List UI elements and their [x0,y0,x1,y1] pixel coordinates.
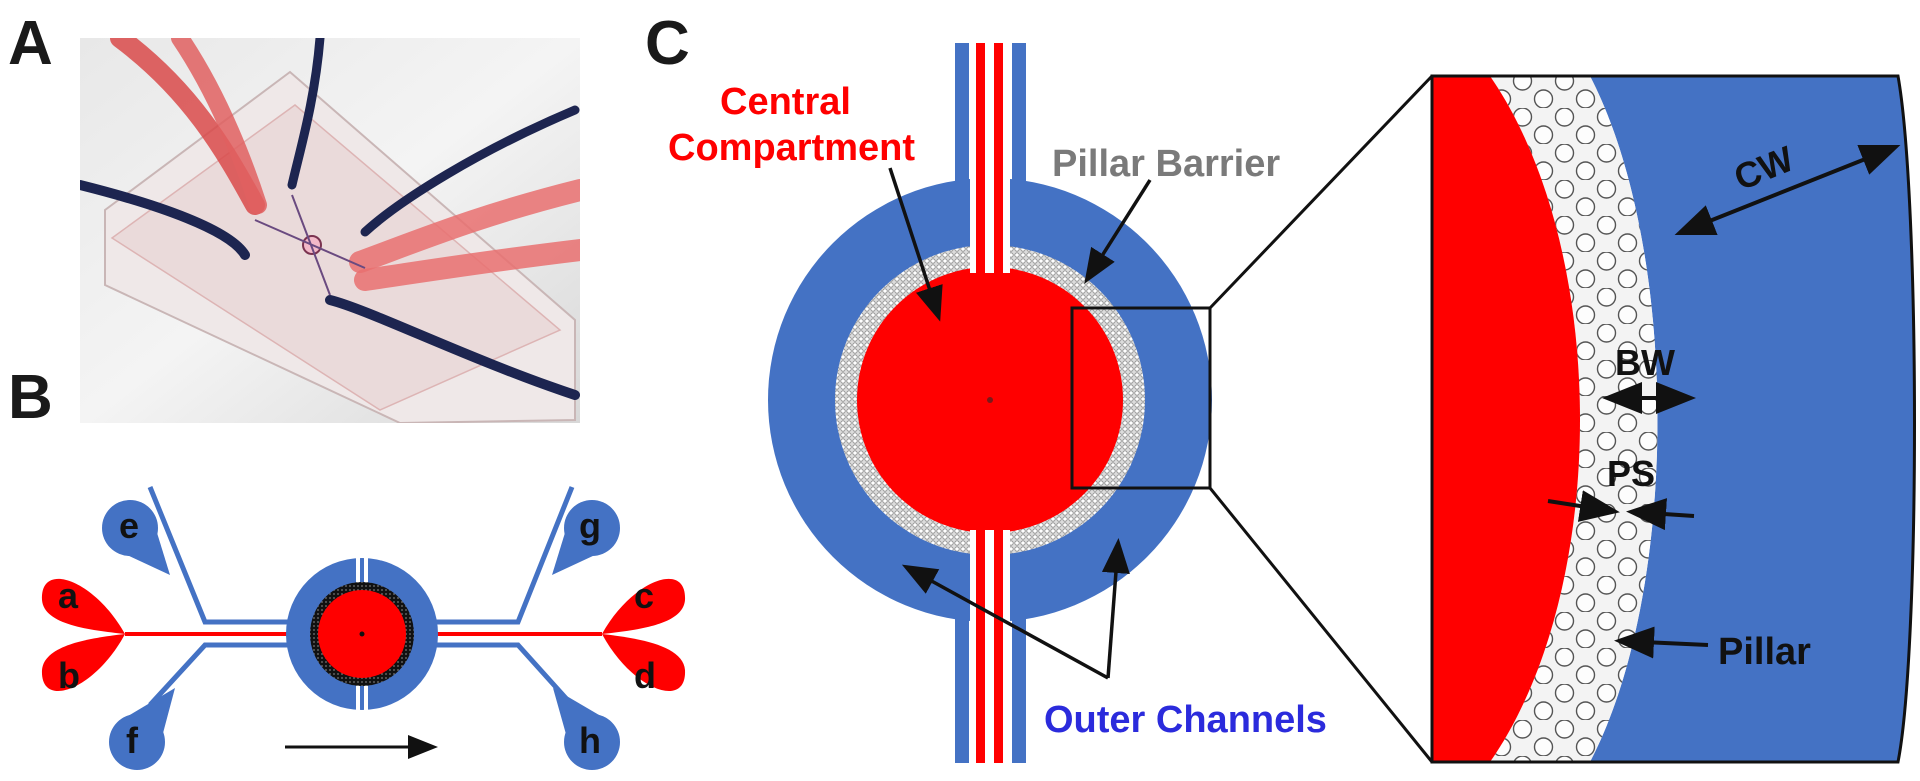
port-label-e: e [119,505,139,546]
port-label-h: h [579,720,601,761]
panel-c-letter: C [645,9,690,78]
zoom-detail [1430,74,1916,764]
chip-schematic [41,486,686,770]
label-outer-channels: Outer Channels [1044,699,1327,741]
port-label-c: c [634,575,654,616]
port-label-d: d [634,655,656,696]
port-label-g: g [579,505,601,546]
label-bw: BW [1615,342,1675,383]
port-label-b: b [58,655,80,696]
label-ps: PS [1607,453,1655,494]
device-photo [80,38,580,423]
label-pillar-barrier: Pillar Barrier [1052,143,1280,185]
panel-b-letter: B [8,363,53,432]
label-central-line2: Compartment [668,127,915,169]
chamber-diagram [768,43,1434,763]
port-label-a: a [58,575,79,616]
panel-a-letter: A [8,9,53,78]
port-label-f: f [126,720,139,761]
label-pillar: Pillar [1718,631,1811,673]
label-central-line1: Central [720,81,851,123]
